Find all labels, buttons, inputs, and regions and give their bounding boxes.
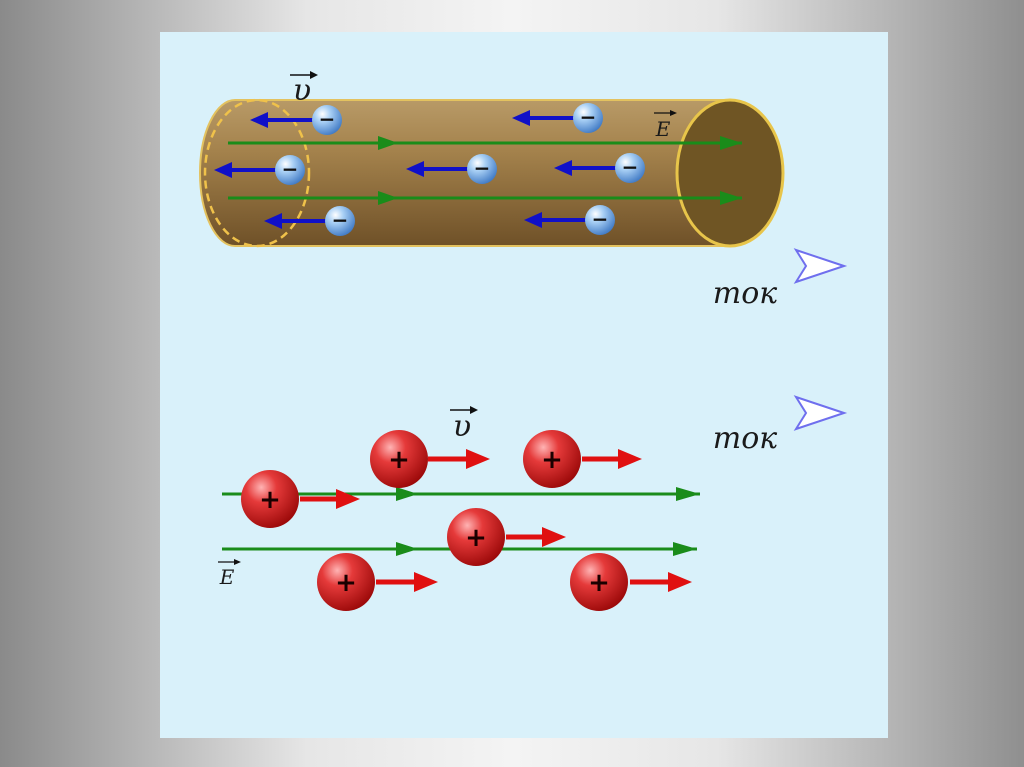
electrons: − − − − − − −	[275, 103, 645, 236]
current-arrow-top: ток	[655, 248, 848, 311]
svg-text:−: −	[332, 208, 349, 232]
field-lines-top	[228, 136, 742, 205]
svg-text:−: −	[580, 105, 597, 129]
electron-velocity-arrows	[214, 110, 620, 229]
electron: −	[312, 105, 342, 135]
svg-text:−: −	[474, 156, 491, 180]
field-label-top: E	[654, 110, 677, 141]
svg-text:ток: ток	[713, 276, 778, 311]
ion-velocity-arrows	[300, 449, 692, 592]
svg-text:+: +	[588, 568, 610, 598]
positive-ion: +	[370, 430, 428, 488]
field-label-bottom: E	[218, 559, 241, 589]
velocity-label-top: υ	[290, 71, 318, 108]
svg-text:+: +	[465, 523, 487, 553]
svg-text:ток: ток	[713, 421, 778, 456]
positive-ions: + + + + + +	[241, 430, 628, 611]
svg-text:−: −	[622, 155, 639, 179]
electron: −	[467, 154, 497, 184]
positive-ion: +	[241, 470, 299, 528]
svg-text:+: +	[541, 445, 563, 475]
svg-text:−: −	[592, 207, 609, 231]
electron: −	[615, 153, 645, 183]
svg-text:+: +	[388, 445, 410, 475]
svg-text:E: E	[655, 117, 671, 141]
positive-ion: +	[570, 553, 628, 611]
svg-text:υ: υ	[453, 409, 471, 444]
electron: −	[325, 206, 355, 236]
svg-text:E: E	[219, 565, 235, 589]
electron: −	[585, 205, 615, 235]
positive-ion: +	[447, 508, 505, 566]
svg-text:+: +	[335, 568, 357, 598]
positive-ion: +	[317, 553, 375, 611]
positive-ion: +	[523, 430, 581, 488]
electron: −	[275, 155, 305, 185]
svg-text:−: −	[282, 157, 299, 181]
conductor-cross-section-dashed	[203, 98, 311, 248]
svg-text:υ: υ	[293, 73, 311, 108]
velocity-label-bottom: υ	[450, 406, 478, 444]
svg-text:−: −	[319, 107, 336, 131]
electron: −	[573, 103, 603, 133]
conductor-end-face	[675, 98, 785, 248]
current-arrow-bottom: ток	[655, 395, 848, 456]
svg-text:+: +	[259, 485, 281, 515]
